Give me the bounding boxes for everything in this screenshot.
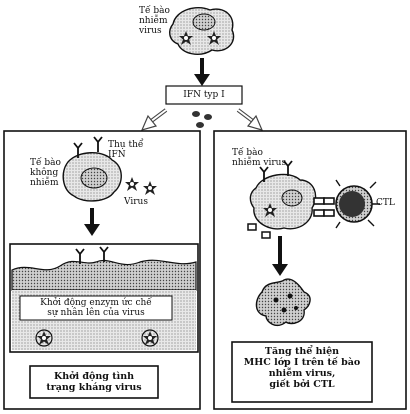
right-result-line-2: MHC lớp I trên tế bào xyxy=(243,357,361,368)
inhibited-viruses xyxy=(35,329,159,347)
top-infected-label-line-2: nhiễm xyxy=(139,16,168,26)
right-panel-frame xyxy=(213,130,407,410)
enzyme-label: Khởi động enzym ức chế sự nhân lên của v… xyxy=(20,298,172,318)
mhc-tcr-bonds xyxy=(313,197,335,217)
left-panel-frame xyxy=(3,130,201,410)
ifn-box-label: IFN typ I xyxy=(183,90,225,100)
left-result-line-1: Khởi động tình xyxy=(53,371,135,382)
arrow-to-left-panel xyxy=(140,108,168,131)
ifn-box xyxy=(165,85,243,105)
free-virus-particles xyxy=(125,177,157,195)
right-infected-label-line-2: nhiễm virus xyxy=(232,158,287,168)
right-result-label: Tăng thể hiện MHC lớp I trên tế bào nhiễ… xyxy=(232,346,372,390)
infected-cell-mhc xyxy=(247,160,317,239)
uninfected-label-line-2: không xyxy=(30,168,59,178)
arrow-down-to-ifn xyxy=(194,58,210,86)
virus-label: Virus xyxy=(124,197,148,207)
enzyme-label-line-2: sự nhân lên của virus xyxy=(47,308,145,318)
top-infected-label-line-1: Tế bào xyxy=(139,6,170,16)
uninfected-cell xyxy=(62,136,122,202)
right-arrow-down xyxy=(272,236,288,276)
left-result-label: Khởi động tình trạng kháng virus xyxy=(30,371,158,393)
ifn-molecules xyxy=(192,111,212,128)
uninfected-cell-label: Tế bào không nhiễm xyxy=(30,158,61,188)
arrow-to-right-panel xyxy=(236,108,264,131)
right-result-box xyxy=(231,341,373,403)
top-infected-cell-label: Tế bào nhiễm virus xyxy=(139,6,170,36)
right-result-line-3: nhiễm virus, xyxy=(268,368,336,379)
right-infected-cell-label: Tế bào nhiễm virus xyxy=(232,148,286,168)
uninfected-label-line-1: Tế bào xyxy=(30,158,61,168)
uninfected-label-line-3: nhiễm xyxy=(30,178,59,188)
top-infected-label-line-3: virus xyxy=(139,26,162,36)
enzyme-label-box xyxy=(19,295,173,321)
dying-cell xyxy=(255,278,311,326)
receptor-label-line-1: Thụ thể xyxy=(108,140,144,150)
right-infected-label-line-1: Tế bào xyxy=(232,148,263,158)
membrane-region xyxy=(11,259,197,291)
top-infected-cell xyxy=(169,6,235,55)
left-arrow-down xyxy=(84,208,100,236)
receptor-label-line-2: IFN xyxy=(108,150,126,160)
enzyme-label-line-1: Khởi động enzym ức chế xyxy=(40,298,152,308)
ifn-receptor-label: Thụ thể IFN xyxy=(108,140,143,160)
left-result-box xyxy=(29,365,159,399)
left-result-line-2: trạng kháng virus xyxy=(46,382,142,393)
ctl-cell xyxy=(335,179,380,229)
ctl-label: CTL xyxy=(376,198,395,208)
right-result-line-4: giết bởi CTL xyxy=(269,379,335,390)
right-result-line-1: Tăng thể hiện xyxy=(264,346,340,357)
